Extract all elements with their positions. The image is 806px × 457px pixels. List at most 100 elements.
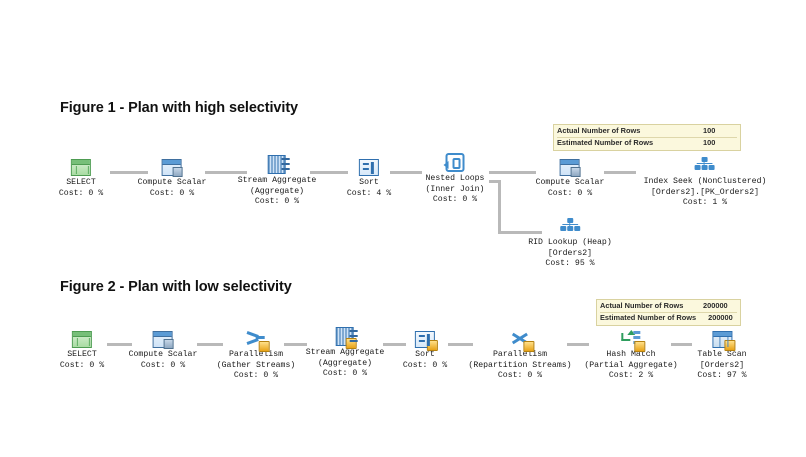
sort-icon bbox=[414, 331, 438, 351]
plan-node-compute-scalar-2[interactable]: Compute Scalar Cost: 0 % bbox=[535, 150, 605, 199]
node-cost-label: Cost: 0 % bbox=[254, 197, 300, 207]
node-label-line-1: Sort bbox=[415, 350, 435, 359]
stream-aggregate-icon bbox=[336, 327, 358, 349]
node-cost-label: Cost: 95 % bbox=[545, 259, 595, 269]
node-cost-label: Cost: 0 % bbox=[322, 369, 368, 379]
estimated-rows-row: Estimated Number of Rows 200000 bbox=[600, 311, 737, 324]
connector-f2-hash-tablescan bbox=[671, 343, 692, 346]
connector-stream-sort bbox=[310, 171, 348, 174]
connector-f2-parallelism-stream bbox=[284, 343, 307, 346]
node-label-line-2: (Aggregate) bbox=[249, 186, 305, 196]
node-label-line-2: [Orders2].[PK_Orders2] bbox=[650, 187, 760, 197]
node-cost-label: Cost: 0 % bbox=[140, 360, 186, 370]
connector-nested-compute2 bbox=[489, 171, 536, 174]
parallel-badge-icon bbox=[633, 341, 645, 352]
parallel-badge-icon bbox=[723, 340, 735, 351]
plan-node-f2-table-scan[interactable]: Table Scan [Orders2] Cost: 97 % bbox=[697, 322, 747, 382]
connector-f2-sort-repartition bbox=[448, 343, 473, 346]
parallel-badge-icon bbox=[259, 341, 270, 352]
actual-rows-row: Actual Number of Rows 200000 bbox=[600, 301, 737, 312]
parallel-badge-icon bbox=[426, 340, 438, 351]
plan-node-f2-hash-match[interactable]: Hash Match (Partial Aggregate) Cost: 2 % bbox=[584, 322, 678, 382]
compute-scalar-icon bbox=[152, 331, 174, 349]
plan-node-f2-compute-scalar[interactable]: Compute Scalar Cost: 0 % bbox=[128, 322, 198, 371]
node-label-line-2: [Orders2] bbox=[699, 360, 745, 370]
select-icon bbox=[71, 331, 92, 348]
plan-node-f2-select[interactable]: SELECT Cost: 0 % bbox=[60, 322, 104, 371]
node-label-line-1: Stream Aggregate bbox=[305, 348, 385, 357]
actual-rows-value: 200000 bbox=[703, 301, 728, 310]
stream-aggregate-icon bbox=[268, 155, 290, 174]
connector-branch-vertical bbox=[498, 180, 501, 233]
node-cost-label: Cost: 0 % bbox=[58, 188, 104, 198]
node-label-line-1: Parallelism bbox=[228, 350, 284, 359]
connector-sort-nested bbox=[390, 171, 422, 174]
connector-f2-stream-sort bbox=[383, 343, 406, 346]
actual-rows-row: Actual Number of Rows 100 bbox=[557, 126, 737, 137]
node-label-line-1: Compute Scalar bbox=[535, 178, 605, 187]
node-label-line-2: (Gather Streams) bbox=[216, 360, 296, 370]
node-label-line-2: (Repartition Streams) bbox=[468, 360, 572, 370]
estimated-rows-label: Estimated Number of Rows bbox=[600, 312, 697, 322]
actual-rows-label: Actual Number of Rows bbox=[600, 301, 684, 310]
estimated-rows-row: Estimated Number of Rows 100 bbox=[557, 136, 737, 149]
node-label-line-1: Sort bbox=[359, 178, 379, 187]
node-label-line-1: Parallelism bbox=[492, 350, 548, 359]
rid-lookup-icon bbox=[560, 218, 580, 236]
compute-scalar-icon bbox=[559, 159, 581, 177]
figure-2-title: Figure 2 - Plan with low selectivity bbox=[60, 279, 292, 295]
node-cost-label: Cost: 0 % bbox=[149, 188, 195, 198]
connector-select-compute bbox=[110, 171, 148, 174]
actual-rows-value: 100 bbox=[703, 126, 716, 135]
node-cost-label: Cost: 0 % bbox=[402, 360, 448, 370]
connector-nested-branch-stub bbox=[489, 180, 501, 183]
plan-node-f2-stream-aggregate[interactable]: Stream Aggregate (Aggregate) Cost: 0 % bbox=[305, 320, 385, 380]
node-label-line-2: [Orders2] bbox=[547, 248, 593, 258]
node-cost-label: Cost: 0 % bbox=[432, 195, 478, 205]
node-label-line-1: SELECT bbox=[66, 178, 96, 187]
parallel-badge-icon bbox=[523, 341, 534, 352]
node-cost-label: Cost: 2 % bbox=[608, 371, 654, 381]
node-label-line-2: (Partial Aggregate) bbox=[584, 360, 678, 370]
node-cost-label: Cost: 0 % bbox=[233, 371, 279, 381]
figure-1-title: Figure 1 - Plan with high selectivity bbox=[60, 100, 299, 116]
parallel-badge-icon bbox=[346, 338, 357, 349]
node-cost-label: Cost: 1 % bbox=[682, 198, 728, 208]
plan-node-stream-aggregate[interactable]: Stream Aggregate (Aggregate) Cost: 0 % bbox=[238, 148, 316, 208]
plan-node-f2-parallelism-repartition[interactable]: Parallelism (Repartition Streams) Cost: … bbox=[468, 322, 572, 382]
parallelism-repartition-icon bbox=[510, 330, 534, 352]
node-cost-label: Cost: 0 % bbox=[497, 371, 543, 381]
plan-node-f2-parallelism-gather[interactable]: Parallelism (Gather Streams) Cost: 0 % bbox=[216, 322, 296, 382]
node-label-line-2: (Inner Join) bbox=[425, 184, 485, 194]
node-label-line-1: Compute Scalar bbox=[128, 350, 198, 359]
node-cost-label: Cost: 0 % bbox=[59, 360, 105, 370]
plan-node-index-seek[interactable]: Index Seek (NonClustered) [Orders2].[PK_… bbox=[643, 149, 767, 209]
connector-compute2-indexseek bbox=[604, 171, 636, 174]
plan-node-f2-sort[interactable]: Sort Cost: 0 % bbox=[403, 322, 447, 371]
node-label-line-1: Index Seek (NonClustered) bbox=[643, 177, 767, 186]
sort-icon bbox=[358, 159, 379, 176]
connector-f2-repartition-hash bbox=[567, 343, 589, 346]
node-label-line-1: Hash Match bbox=[606, 350, 656, 359]
node-label-line-1: Nested Loops bbox=[425, 174, 485, 183]
plan-node-nested-loops[interactable]: Nested Loops (Inner Join) Cost: 0 % bbox=[425, 146, 485, 206]
compute-scalar-icon bbox=[161, 159, 183, 177]
nested-loops-icon bbox=[443, 153, 465, 172]
plan-node-select[interactable]: SELECT Cost: 0 % bbox=[59, 150, 103, 199]
estimated-rows-value: 100 bbox=[703, 137, 716, 147]
plan-node-sort[interactable]: Sort Cost: 4 % bbox=[347, 150, 391, 199]
table-scan-icon bbox=[711, 331, 735, 351]
estimated-rows-label: Estimated Number of Rows bbox=[557, 137, 654, 147]
plan-node-rid-lookup[interactable]: RID Lookup (Heap) [Orders2] Cost: 95 % bbox=[528, 210, 612, 270]
index-seek-icon bbox=[695, 157, 715, 175]
node-label-line-2: (Aggregate) bbox=[317, 358, 373, 368]
connector-f2-select-compute bbox=[107, 343, 132, 346]
node-label-line-1: SELECT bbox=[67, 350, 97, 359]
actual-rows-label: Actual Number of Rows bbox=[557, 126, 641, 135]
node-label-line-1: RID Lookup (Heap) bbox=[528, 238, 612, 247]
estimated-rows-value: 200000 bbox=[708, 312, 733, 322]
plan-node-compute-scalar[interactable]: Compute Scalar Cost: 0 % bbox=[138, 150, 206, 199]
connector-compute-stream bbox=[205, 171, 247, 174]
parallelism-gather-icon bbox=[246, 330, 270, 352]
node-cost-label: Cost: 97 % bbox=[697, 371, 747, 381]
